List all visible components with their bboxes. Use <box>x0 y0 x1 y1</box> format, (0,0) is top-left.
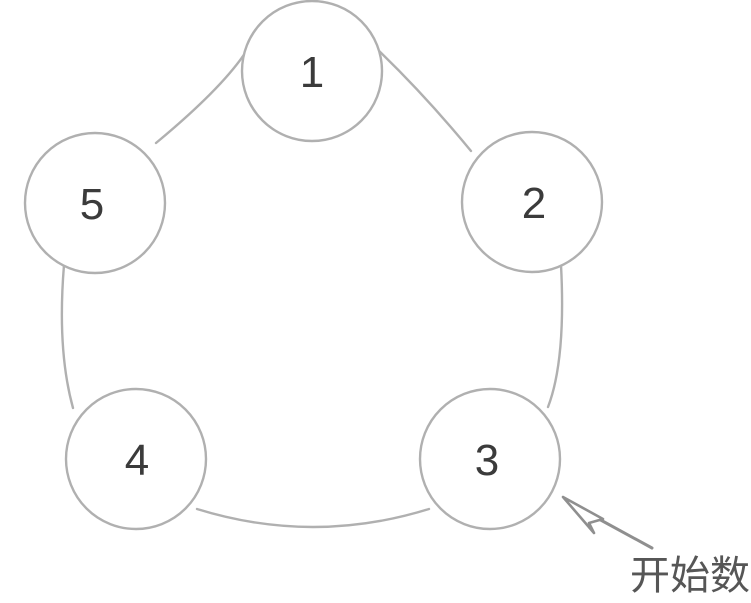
arrow-head-icon <box>561 495 605 535</box>
node-label-3: 3 <box>474 436 500 485</box>
annotation-arrow <box>561 495 654 550</box>
node-label-2: 2 <box>521 179 547 228</box>
edge-1-2 <box>374 46 473 153</box>
node-circle-group <box>23 0 604 531</box>
node-circle-4[interactable] <box>64 387 208 531</box>
node-label-4: 4 <box>124 436 150 485</box>
edge-2-3 <box>546 263 564 409</box>
node-circle-5[interactable] <box>23 131 167 275</box>
edge-5-1 <box>154 45 251 145</box>
edge-3-4 <box>195 507 431 529</box>
node-label-5: 5 <box>79 180 105 229</box>
edge-4-5 <box>60 263 75 410</box>
start-count-annotation-label: 开始数 <box>630 553 750 599</box>
arrow-shaft <box>595 516 654 550</box>
node-circle-3[interactable] <box>418 387 562 531</box>
node-circle-2[interactable] <box>460 130 604 274</box>
node-circle-1[interactable] <box>240 0 384 143</box>
node-label-1: 1 <box>299 48 325 97</box>
